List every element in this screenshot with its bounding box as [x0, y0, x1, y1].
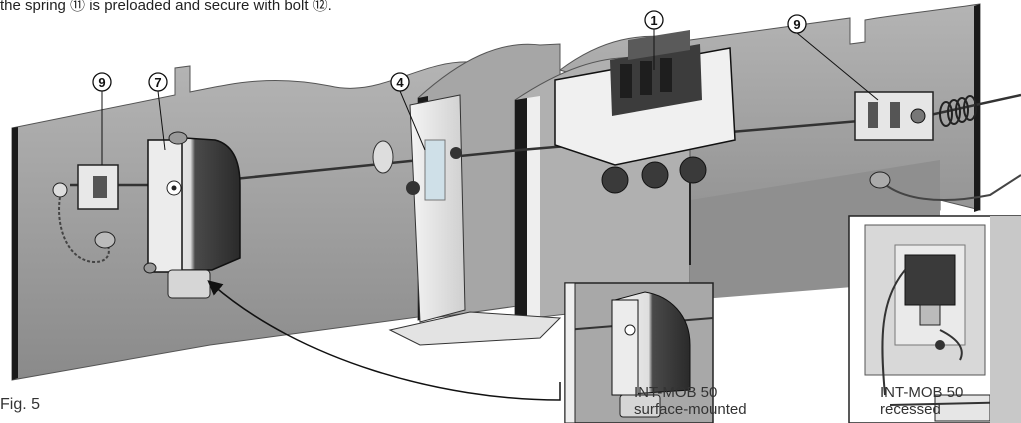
callout-leader-line — [157, 90, 166, 151]
callout-circle — [644, 10, 664, 30]
inset-surface-mounted — [564, 282, 714, 423]
relocation-arrow — [207, 280, 561, 401]
int-mob-switch-device — [143, 131, 241, 299]
callout-circle — [787, 14, 807, 34]
left-wire-clamp — [52, 164, 119, 264]
inset-caption-surface-line1: INT-MOB 50 — [634, 384, 718, 401]
callout-number: 7 — [154, 75, 161, 90]
inset-recessed — [848, 215, 1021, 423]
callout-c9-right: 9 — [787, 14, 879, 101]
right-chain — [879, 174, 1021, 201]
callout-circle — [390, 72, 410, 92]
inset-caption-surface: INT-MOB 50 surface-mounted — [634, 384, 747, 418]
terminal-box — [554, 30, 736, 265]
callout-layer: 9 7 4 1 9 — [92, 10, 879, 165]
callout-number: 1 — [650, 13, 657, 28]
tension-spring — [939, 95, 977, 127]
inset-caption-surface-line2: surface-mounted — [634, 401, 747, 418]
callout-circle — [148, 72, 168, 92]
callout-c9-left: 9 — [92, 72, 112, 165]
inset-caption-recessed: INT-MOB 50 recessed — [880, 384, 963, 418]
mounting-bracket — [372, 94, 562, 346]
callout-leader-line — [399, 90, 426, 151]
right-wire-clamp — [854, 91, 934, 141]
callout-number: 9 — [98, 75, 105, 90]
inset-caption-recessed-line1: INT-MOB 50 — [880, 384, 964, 401]
callout-number: 9 — [793, 17, 800, 32]
top-caption: the spring ⑪ is preloaded and secure wit… — [0, 0, 332, 14]
callout-c1: 1 — [644, 10, 664, 70]
callout-leader-line — [796, 32, 879, 101]
right-chain-bolt — [869, 171, 891, 189]
inset-caption-recessed-line2: recessed — [880, 401, 941, 418]
figure-label: Fig. 5 — [0, 396, 41, 413]
callout-c7: 7 — [148, 72, 168, 151]
callout-c4: 4 — [390, 72, 426, 151]
callout-circle — [92, 72, 112, 92]
callout-number: 4 — [396, 75, 404, 90]
